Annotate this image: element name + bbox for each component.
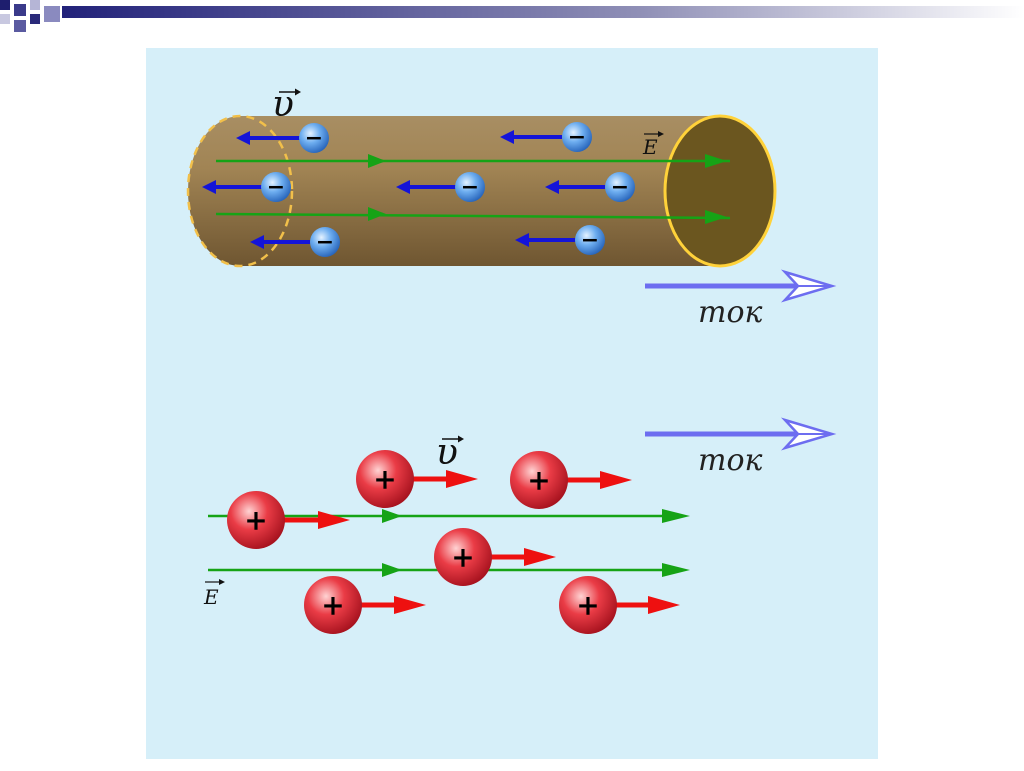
ion-charge-sign: + [373,463,396,496]
ion-charge-sign: + [321,589,344,622]
current-arrow-bottom [645,417,837,451]
electron-charge-sign: − [267,174,285,200]
electron-charge-sign: − [581,227,599,253]
electron-charge-sign: − [611,174,629,200]
electron-charge-sign: − [316,229,334,255]
field-label-bottom: E [203,579,225,609]
current-label-bottom: ток [698,443,763,478]
velocity-symbol: υ [436,432,458,473]
velocity-label-top: υ [272,84,301,125]
ion-charge-sign: + [244,504,267,537]
ion-charge-sign: + [576,589,599,622]
conductor-diagram: υ E − − − [186,84,837,330]
velocity-label-bottom: υ [436,432,464,473]
electron: − [500,122,592,152]
electron: − [545,172,635,202]
electron-charge-sign: − [568,124,586,150]
ion-charge-sign: + [527,464,550,497]
electron: − [396,172,485,202]
conductor-end-face [663,114,777,268]
positive-charges-diagram: ток υ E + + [203,417,837,634]
header-decoration [0,0,1024,32]
velocity-symbol: υ [272,84,294,125]
positive-ion: + [304,576,426,634]
positive-ion: + [227,491,350,549]
positive-ion: + [510,451,632,509]
electron: − [202,172,291,202]
positive-ion: + [559,576,680,634]
field-label-top: E [642,131,664,159]
electron: − [250,227,340,257]
field-symbol: E [203,585,219,609]
electron: − [515,225,605,255]
field-line [215,212,731,220]
electron-charge-sign: − [305,125,323,151]
current-label-top: ток [698,295,763,330]
positive-ion: + [356,450,478,508]
current-arrow-top [645,269,837,303]
field-symbol: E [642,135,658,159]
positive-ion: + [434,528,556,586]
electron: − [236,123,329,153]
electron-charge-sign: − [461,174,479,200]
ion-charge-sign: + [451,541,474,574]
